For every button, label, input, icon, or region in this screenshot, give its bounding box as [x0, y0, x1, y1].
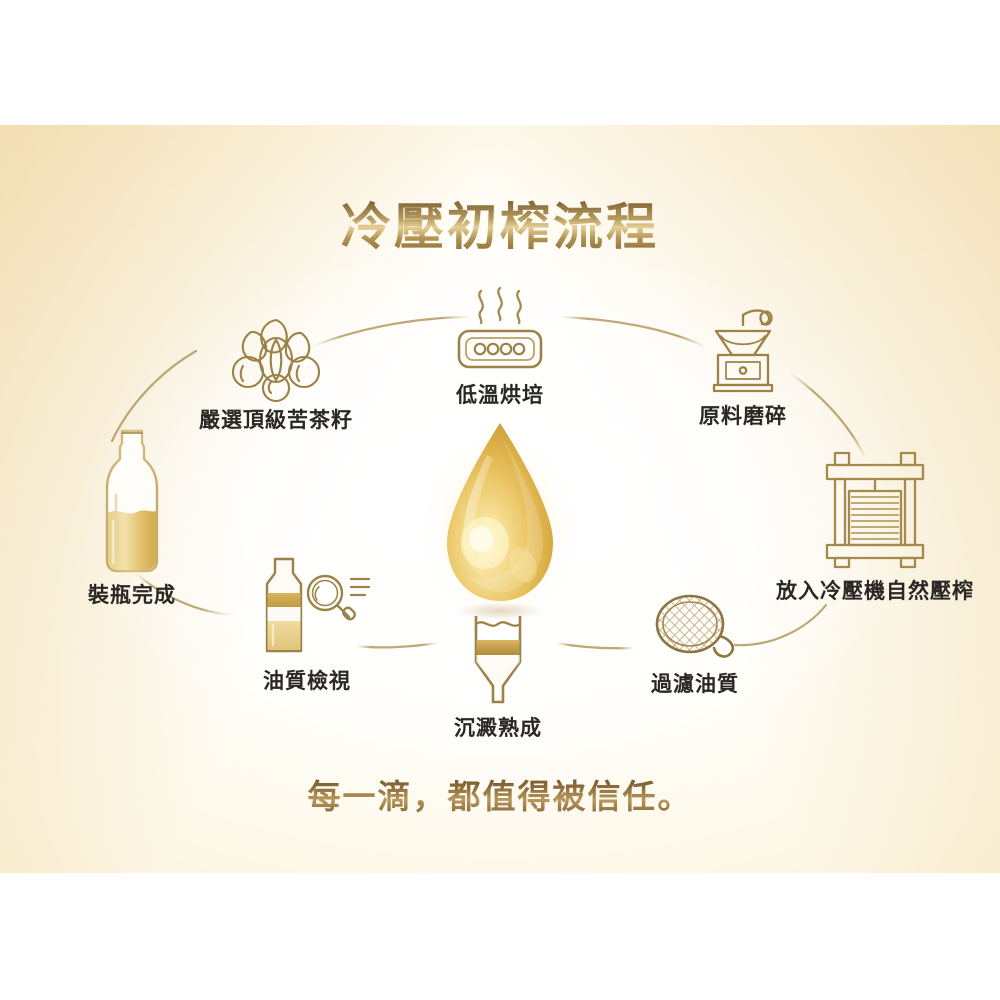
flow-connector-arcs	[110, 315, 868, 650]
flow-step-1-label: 嚴選頂級苦茶籽	[199, 409, 353, 432]
flow-step-6[interactable]: 沉澱熟成	[438, 610, 558, 742]
flow-step-7-label: 油質檢視	[263, 670, 351, 693]
filled-bottle-icon	[105, 429, 159, 573]
flow-step-2-label: 低溫烘培	[456, 384, 544, 407]
oil-droplet-icon	[425, 423, 575, 630]
tea-seeds-icon	[231, 318, 321, 402]
flow-step-3[interactable]: 原料磨碎	[683, 303, 803, 430]
flow-step-4[interactable]: 放入冷壓機自然壓榨	[760, 445, 990, 605]
strainer-icon	[655, 594, 734, 658]
flow-step-1[interactable]: 嚴選頂級苦茶籽	[186, 310, 366, 434]
flow-step-5-label: 過濾油質	[651, 673, 739, 696]
flow-step-6-label: 沉澱熟成	[454, 717, 542, 740]
roaster-icon	[457, 286, 543, 369]
grinder-icon	[712, 309, 774, 393]
page-tagline: 每一滴，都值得被信任。	[0, 770, 1000, 818]
flow-step-7[interactable]: 油質檢視	[222, 553, 392, 695]
bottle-magnifier-icon	[265, 557, 371, 653]
flow-step-3-label: 原料磨碎	[699, 405, 787, 428]
flow-step-2[interactable]: 低溫烘培	[440, 285, 560, 409]
flow-step-8[interactable]: 裝瓶完成	[62, 425, 202, 609]
flow-step-8-label: 裝瓶完成	[88, 584, 176, 607]
page-title: 冷壓初榨流程	[0, 187, 1000, 259]
flow-step-5[interactable]: 過濾油質	[630, 590, 760, 698]
settling-tank-icon	[474, 616, 522, 704]
cold-press-machine-icon	[825, 451, 925, 569]
content-band: 冷壓初榨流程	[0, 125, 1000, 873]
flow-step-4-label: 放入冷壓機自然壓榨	[776, 580, 974, 603]
